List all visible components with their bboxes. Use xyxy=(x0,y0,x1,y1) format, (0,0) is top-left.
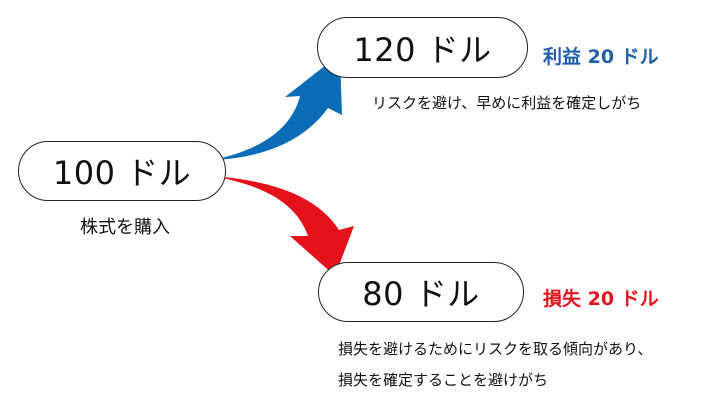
start-price-node: 100 ドル xyxy=(18,141,226,201)
loss-note-line-1: 損失を避けるためにリスクを取る傾向があり、 xyxy=(338,340,653,358)
profit-note: リスクを避け、早めに利益を確定しがち xyxy=(372,94,642,112)
arrow-down-loss xyxy=(212,176,354,276)
start-caption: 株式を購入 xyxy=(80,217,170,238)
arrow-up-profit xyxy=(212,54,342,160)
start-price-value: 100 ドル xyxy=(52,154,192,192)
loss-label: 損失 20 ドル xyxy=(543,288,659,310)
down-price-node: 80 ドル xyxy=(318,262,524,322)
profit-label: 利益 20 ドル xyxy=(543,46,659,68)
loss-note-line-2: 損失を確定することを避けがち xyxy=(338,371,549,389)
up-price-value: 120 ドル xyxy=(353,30,492,69)
up-price-node: 120 ドル xyxy=(317,17,528,78)
down-price-value: 80 ドル xyxy=(362,275,480,313)
